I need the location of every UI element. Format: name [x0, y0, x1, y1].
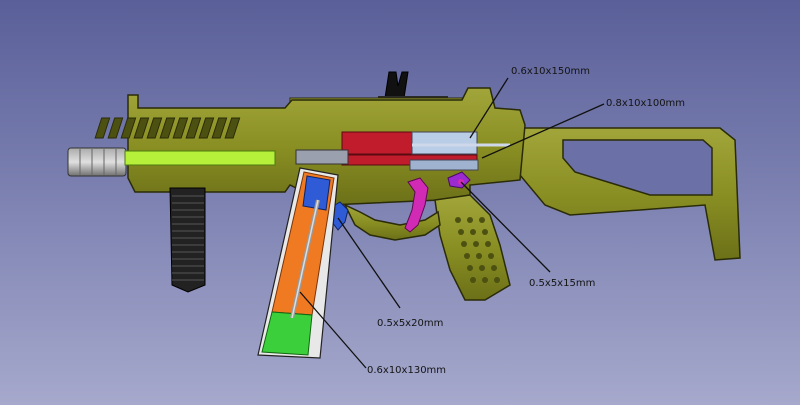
pistol-grip [434, 194, 511, 301]
label-trigger-pin: 0.5x5x15mm [529, 278, 596, 289]
trigger [404, 177, 429, 233]
bolt-assembly [295, 131, 510, 171]
trigger-guard [343, 203, 441, 241]
leader-release-spring [337, 217, 401, 309]
leader-magazine-spring [299, 291, 367, 369]
leader-barrel-tube [469, 77, 509, 139]
foregrip [169, 187, 206, 293]
grip-texture [455, 217, 500, 283]
leader-recoil-rod [481, 103, 605, 159]
leader-lines [299, 77, 605, 369]
label-release-spring: 0.5x5x20mm [377, 318, 444, 329]
barrel-tube [124, 150, 276, 166]
flash-hider [67, 147, 127, 177]
label-recoil-rod: 0.8x10x100mm [606, 98, 686, 109]
label-barrel-tube: 0.6x10x150mm [511, 66, 591, 77]
label-magazine-spring: 0.6x10x130mm [367, 365, 447, 376]
receiver [127, 87, 526, 206]
stock-cutout [562, 139, 713, 196]
magazine [257, 167, 339, 359]
rear-sight [378, 71, 448, 101]
handguard-slots [94, 117, 241, 139]
leader-trigger-pin [460, 181, 551, 273]
